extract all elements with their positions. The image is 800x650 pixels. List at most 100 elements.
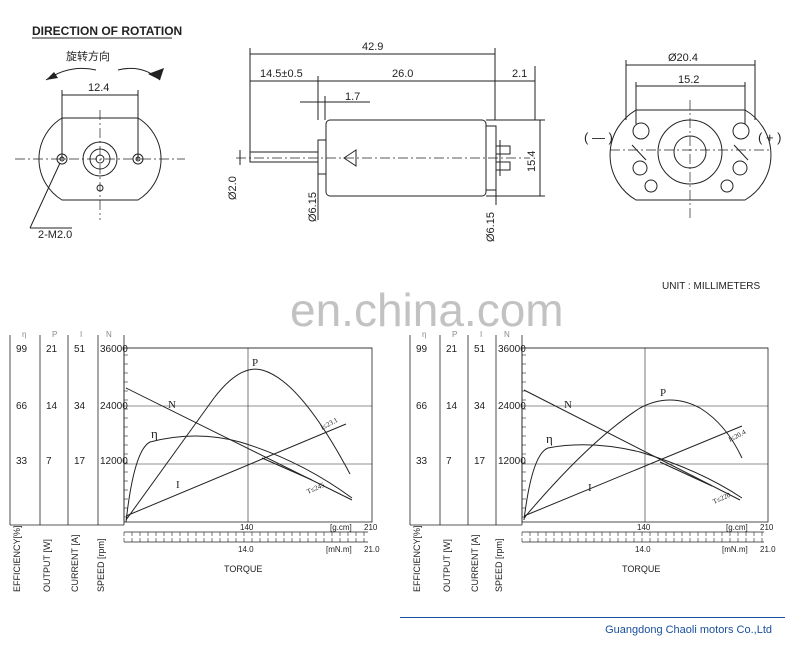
current-end-label: I≤20.4 (727, 428, 747, 444)
axis-value-mid: 34 (74, 401, 86, 412)
x-tick-label: 21.0 (760, 545, 776, 554)
axis-symbol: P (52, 330, 57, 339)
x-unit-label: [mN.m] (722, 545, 748, 554)
speed-curve (125, 387, 353, 501)
x-tick-label: 14.0 (635, 545, 651, 554)
efficiency-curve (523, 444, 743, 521)
axis-title: OUTPUT [W] (42, 539, 52, 592)
x-tick-label: 21.0 (364, 545, 380, 554)
stall-torque-label: T≤220 (712, 491, 733, 506)
speed-curve-label: N (564, 399, 572, 411)
x-tick-label: 210 (364, 523, 378, 532)
overall-length-dim: 42.9 (362, 41, 383, 53)
current-curve (523, 425, 743, 517)
axis-value-max: 21 (446, 344, 458, 355)
axis-symbol: N (504, 330, 510, 339)
front-width-dim: 12.4 (88, 82, 109, 94)
footer-rule (400, 617, 785, 618)
minus-terminal-label: ( — ) (584, 130, 613, 145)
current-curve-label: I (176, 479, 180, 491)
axis-title: SPEED [rpm] (96, 538, 106, 592)
axis-symbol: N (106, 330, 112, 339)
stall-torque-label: T≤245 (306, 481, 327, 496)
current-end-label: I≤23.1 (319, 416, 339, 432)
axis-value-mid: 14 (446, 401, 458, 412)
axis-title: CURRENT [A] (470, 535, 480, 592)
axis-title: CURRENT [A] (70, 535, 80, 592)
performance-chart-right: η996633P21147I513417N360002400012000EFFI… (409, 330, 776, 592)
output-curve-label: P (660, 387, 666, 399)
axis-symbol: P (452, 330, 457, 339)
axis-value-mid: 66 (16, 401, 28, 412)
hole-note: 2-M2.0 (38, 229, 72, 241)
axis-value-low: 7 (446, 456, 452, 467)
speed-curve-offset (261, 457, 313, 481)
rear-width-dim: 15.2 (678, 74, 699, 86)
axis-symbol: η (22, 330, 26, 339)
efficiency-curve (125, 435, 353, 523)
output-curve (523, 399, 743, 519)
axis-value-low: 17 (474, 456, 486, 467)
axis-symbol: I (80, 330, 82, 339)
axis-title: OUTPUT [W] (442, 539, 452, 592)
axis-value-max: 51 (474, 344, 486, 355)
shaft-dia-dim: Ø2.0 (227, 176, 239, 200)
x-unit-label: [g.cm] (330, 523, 352, 532)
body-length-dim: 26.0 (392, 68, 413, 80)
efficiency-curve-label: η (151, 426, 158, 441)
axis-value-max: 51 (74, 344, 86, 355)
rotation-arrow-right-icon (148, 68, 164, 80)
current-curve-label: I (588, 482, 592, 494)
rear-dia-dim: Ø20.4 (668, 52, 698, 64)
x-tick-label: 14.0 (238, 545, 254, 554)
x-tick-label: 140 (240, 523, 254, 532)
x-axis-title: TORQUE (622, 564, 660, 574)
axis-value-low: 12000 (498, 456, 526, 467)
end-dia-dim: Ø6.15 (485, 212, 497, 242)
axis-value-mid: 24000 (100, 401, 128, 412)
rear-view: Ø20.4 15.2 ( — ) ( + ) (584, 52, 781, 220)
axis-symbol: I (480, 330, 482, 339)
terminal-length-dim: 2.1 (512, 68, 527, 80)
axis-value-mid: 14 (46, 401, 58, 412)
axis-value-max: 21 (46, 344, 58, 355)
unit-note: UNIT : MILLIMETERS (662, 281, 760, 292)
output-curve (125, 368, 351, 521)
axis-value-max: 99 (16, 344, 28, 355)
boss-dia-dim: Ø6.15 (307, 192, 319, 222)
company-name: Guangdong Chaoli motors Co.,Ltd (605, 624, 772, 636)
x-unit-label: [g.cm] (726, 523, 748, 532)
current-curve (125, 423, 347, 517)
x-tick-label: 210 (760, 523, 774, 532)
x-tick-label: 140 (637, 523, 651, 532)
rotation-arrow-left-icon (46, 72, 58, 80)
axis-value-max: 36000 (100, 344, 128, 355)
rotation-label-cn: 旋转方向 (66, 49, 110, 63)
drawing-title: DIRECTION OF ROTATION (32, 24, 182, 38)
x-axis-title: TORQUE (224, 564, 262, 574)
axis-value-max: 36000 (498, 344, 526, 355)
axis-value-mid: 34 (474, 401, 486, 412)
axis-value-mid: 66 (416, 401, 428, 412)
output-curve-label: P (252, 357, 258, 369)
axis-symbol: η (422, 330, 426, 339)
front-view: 旋转方向 12.4 2-M2.0 (15, 49, 185, 241)
axis-value-mid: 24000 (498, 401, 526, 412)
axis-value-max: 99 (416, 344, 428, 355)
axis-title: SPEED [rpm] (494, 538, 504, 592)
axis-value-low: 12000 (100, 456, 128, 467)
plus-terminal-label: ( + ) (758, 130, 781, 145)
watermark: en.china.com (290, 284, 564, 336)
shaft-length-dim: 14.5±0.5 (260, 68, 303, 80)
height-dim: 15.4 (526, 151, 538, 172)
performance-chart-left: η996633P21147I513417N360002400012000EFFI… (9, 330, 380, 592)
boss-length-dim: 1.7 (345, 91, 360, 103)
side-view: 42.9 14.5±0.5 26.0 2.1 1.7 15.4 Ø2.0 (227, 41, 545, 242)
efficiency-curve-label: η (546, 431, 553, 446)
speed-curve-offset (659, 461, 713, 487)
axis-title: EFFICIENCY[%] (12, 525, 22, 592)
axis-value-low: 17 (74, 456, 86, 467)
axis-value-low: 33 (416, 456, 428, 467)
x-unit-label: [mN.m] (326, 545, 352, 554)
